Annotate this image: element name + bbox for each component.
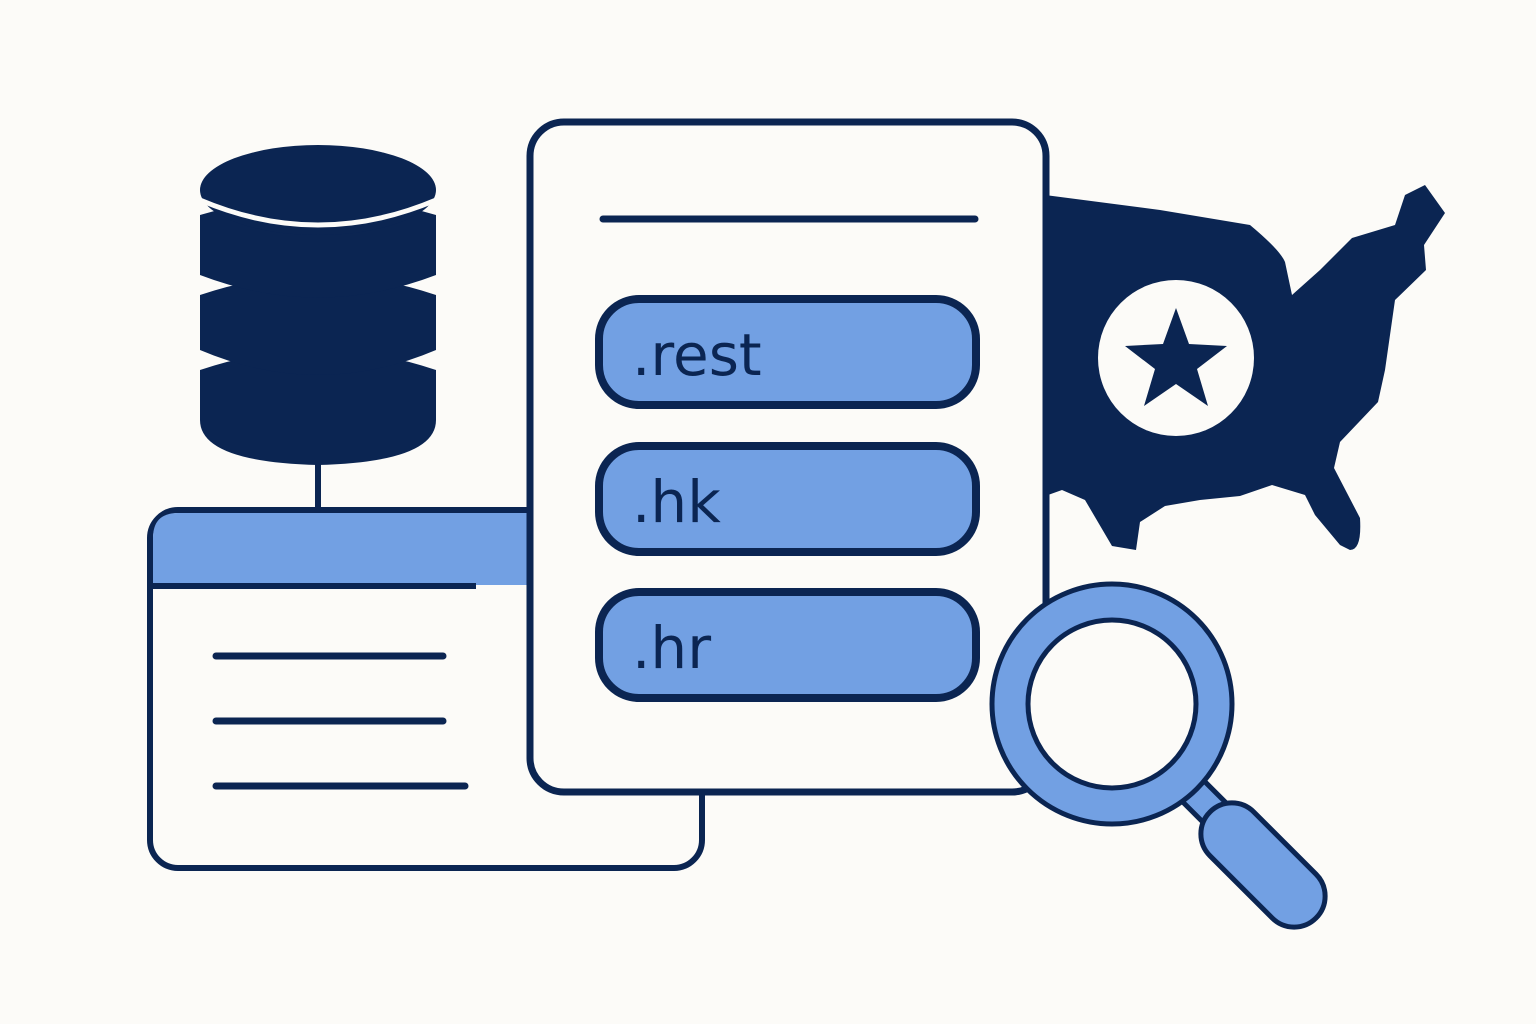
document-icon: .rest .hk .hr: [526, 118, 1050, 796]
domain-pill-hk[interactable]: .hk: [595, 442, 980, 556]
database-icon: [199, 145, 437, 512]
domain-label: .rest: [632, 321, 762, 389]
domain-label: .hk: [632, 468, 721, 536]
domain-label: .hr: [632, 614, 711, 682]
usa-map-icon: [1045, 185, 1445, 550]
domain-pill-rest[interactable]: .rest: [595, 295, 980, 409]
magnifier-icon: [989, 581, 1328, 930]
star-icon: [1125, 308, 1227, 406]
domain-pill-hr[interactable]: .hr: [595, 588, 980, 702]
